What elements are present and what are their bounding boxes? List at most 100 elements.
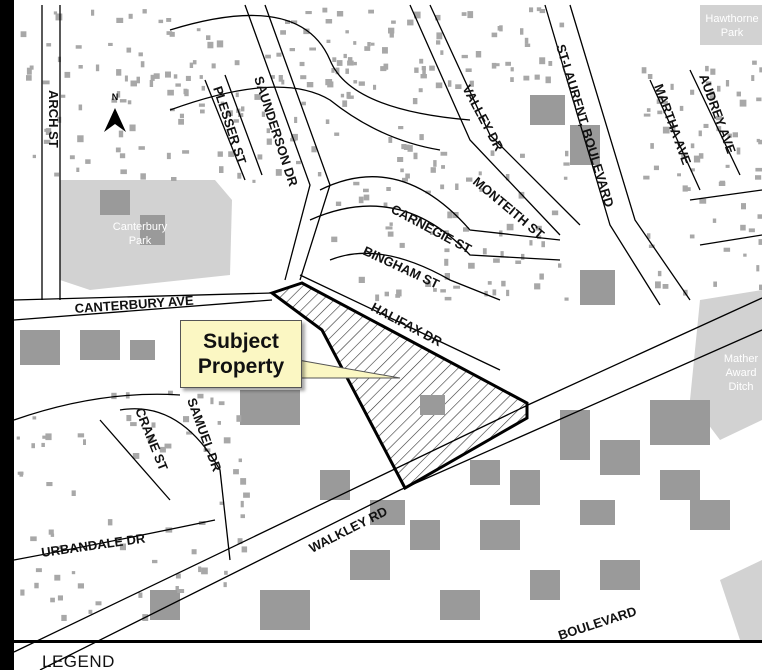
house-footprint bbox=[436, 83, 443, 89]
building bbox=[20, 330, 60, 365]
house-footprint bbox=[529, 240, 532, 245]
house-footprint bbox=[548, 61, 552, 66]
house-footprint bbox=[749, 228, 755, 232]
house-footprint bbox=[421, 74, 427, 78]
house-footprint bbox=[76, 45, 82, 49]
house-footprint bbox=[54, 173, 59, 177]
house-footprint bbox=[440, 185, 444, 190]
house-footprint bbox=[236, 415, 241, 422]
house-footprint bbox=[41, 443, 45, 447]
house-footprint bbox=[506, 290, 509, 296]
house-footprint bbox=[642, 67, 647, 73]
house-footprint bbox=[655, 281, 661, 288]
house-footprint bbox=[233, 469, 239, 474]
house-footprint bbox=[116, 18, 123, 23]
house-footprint bbox=[390, 222, 393, 226]
house-footprint bbox=[643, 176, 649, 180]
house-footprint bbox=[564, 177, 568, 180]
house-footprint bbox=[186, 76, 191, 81]
house-footprint bbox=[386, 226, 393, 229]
house-footprint bbox=[540, 9, 546, 13]
house-footprint bbox=[31, 443, 35, 448]
house-footprint bbox=[455, 184, 458, 191]
house-footprint bbox=[326, 119, 330, 124]
house-footprint bbox=[78, 433, 84, 437]
house-footprint bbox=[96, 601, 102, 605]
house-footprint bbox=[492, 33, 498, 38]
house-footprint bbox=[382, 47, 388, 54]
house-footprint bbox=[476, 51, 481, 58]
house-footprint bbox=[201, 568, 208, 575]
street-label-arch-st: ARCH ST bbox=[46, 90, 61, 148]
house-footprint bbox=[565, 151, 568, 157]
house-footprint bbox=[139, 52, 143, 56]
house-footprint bbox=[466, 178, 472, 182]
house-footprint bbox=[521, 254, 524, 260]
house-footprint bbox=[332, 57, 336, 62]
house-footprint bbox=[116, 69, 121, 76]
building bbox=[530, 570, 560, 600]
house-footprint bbox=[498, 26, 501, 31]
house-footprint bbox=[279, 75, 283, 82]
house-footprint bbox=[36, 568, 42, 572]
house-footprint bbox=[440, 50, 443, 55]
house-footprint bbox=[46, 482, 52, 486]
house-footprint bbox=[167, 90, 174, 96]
house-footprint bbox=[20, 472, 24, 477]
house-footprint bbox=[33, 416, 37, 419]
house-footprint bbox=[159, 20, 164, 23]
house-footprint bbox=[756, 98, 761, 102]
house-footprint bbox=[27, 68, 32, 75]
house-footprint bbox=[240, 478, 246, 485]
house-footprint bbox=[447, 212, 452, 219]
house-footprint bbox=[280, 30, 286, 35]
house-footprint bbox=[345, 69, 349, 74]
park-label-canterbury-1: Canterbury bbox=[113, 221, 168, 233]
house-footprint bbox=[327, 40, 331, 43]
legend-divider bbox=[14, 640, 762, 643]
house-footprint bbox=[433, 160, 436, 167]
house-footprint bbox=[143, 9, 147, 13]
house-footprint bbox=[453, 286, 460, 289]
house-footprint bbox=[237, 173, 241, 179]
house-footprint bbox=[167, 153, 171, 159]
house-footprint bbox=[72, 490, 76, 496]
house-footprint bbox=[77, 135, 83, 142]
house-footprint bbox=[141, 61, 145, 67]
house-footprint bbox=[440, 289, 446, 292]
house-footprint bbox=[371, 43, 375, 46]
house-footprint bbox=[671, 84, 674, 90]
house-footprint bbox=[523, 76, 529, 81]
house-footprint bbox=[242, 546, 248, 552]
house-footprint bbox=[353, 80, 357, 83]
house-footprint bbox=[758, 214, 762, 219]
building bbox=[600, 560, 640, 590]
house-footprint bbox=[45, 433, 51, 440]
building bbox=[100, 190, 130, 215]
house-footprint bbox=[391, 21, 396, 24]
house-footprint bbox=[120, 169, 127, 174]
house-footprint bbox=[384, 203, 388, 207]
house-footprint bbox=[300, 62, 305, 66]
house-footprint bbox=[680, 106, 684, 111]
building bbox=[350, 550, 390, 580]
house-footprint bbox=[46, 43, 51, 46]
park-label-mather-2: Award bbox=[726, 367, 757, 379]
house-footprint bbox=[400, 243, 405, 248]
house-footprint bbox=[529, 7, 533, 12]
house-footprint bbox=[740, 225, 746, 231]
house-footprint bbox=[309, 48, 316, 51]
house-footprint bbox=[525, 38, 529, 44]
house-footprint bbox=[344, 54, 347, 58]
house-footprint bbox=[397, 157, 403, 162]
house-footprint bbox=[404, 145, 410, 150]
building bbox=[480, 520, 520, 550]
house-footprint bbox=[130, 422, 137, 426]
house-footprint bbox=[219, 401, 225, 405]
house-footprint bbox=[206, 35, 210, 40]
house-footprint bbox=[468, 263, 475, 269]
house-footprint bbox=[180, 114, 184, 118]
building bbox=[530, 95, 565, 125]
house-footprint bbox=[338, 62, 342, 65]
